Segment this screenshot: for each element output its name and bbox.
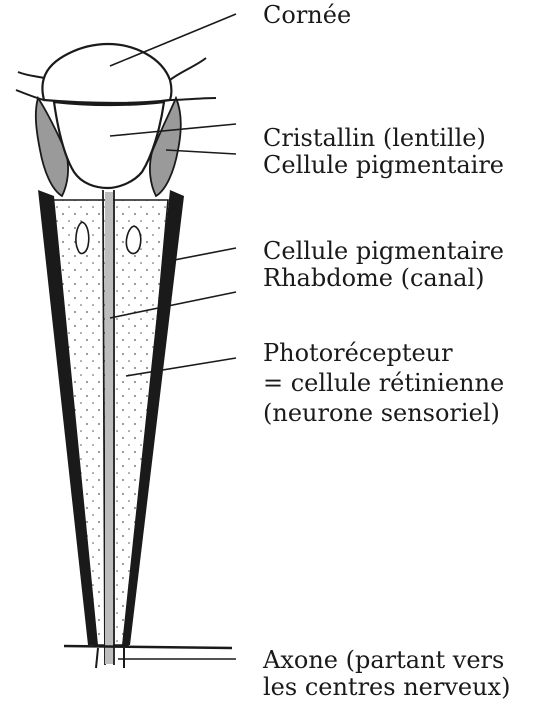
label-photorecepteur-line-2: = cellule rétinienne: [263, 370, 504, 397]
cornea-shape: [43, 44, 172, 103]
label-cornee: Cornée: [263, 2, 351, 29]
rhabdom-core: [105, 192, 113, 664]
label-axone-line-1: Axone (partant vers: [263, 647, 504, 674]
label-cellule-pigmentaire-1: Cellule pigmentaire: [263, 152, 504, 179]
crystalline-lens: [54, 102, 164, 188]
right-nucleus: [126, 226, 140, 253]
left-nucleus: [76, 222, 89, 253]
basement-membrane: [64, 646, 232, 648]
cornea-right-edge: [170, 58, 206, 80]
cornea-left-edge: [18, 72, 44, 78]
leader-cornee: [110, 14, 236, 66]
label-photorecepteur-line-1: Photorécepteur: [263, 340, 453, 367]
label-cristallin: Cristallin (lentille): [263, 125, 486, 152]
label-rhabdome: Rhabdome (canal): [263, 265, 485, 292]
label-axone-line-2: les centres nerveux): [263, 674, 510, 701]
label-photorecepteur-line-3: (neurone sensoriel): [263, 400, 500, 427]
cornea-lower-left: [16, 90, 44, 100]
label-cellule-pigmentaire-2: Cellule pigmentaire: [263, 238, 504, 265]
